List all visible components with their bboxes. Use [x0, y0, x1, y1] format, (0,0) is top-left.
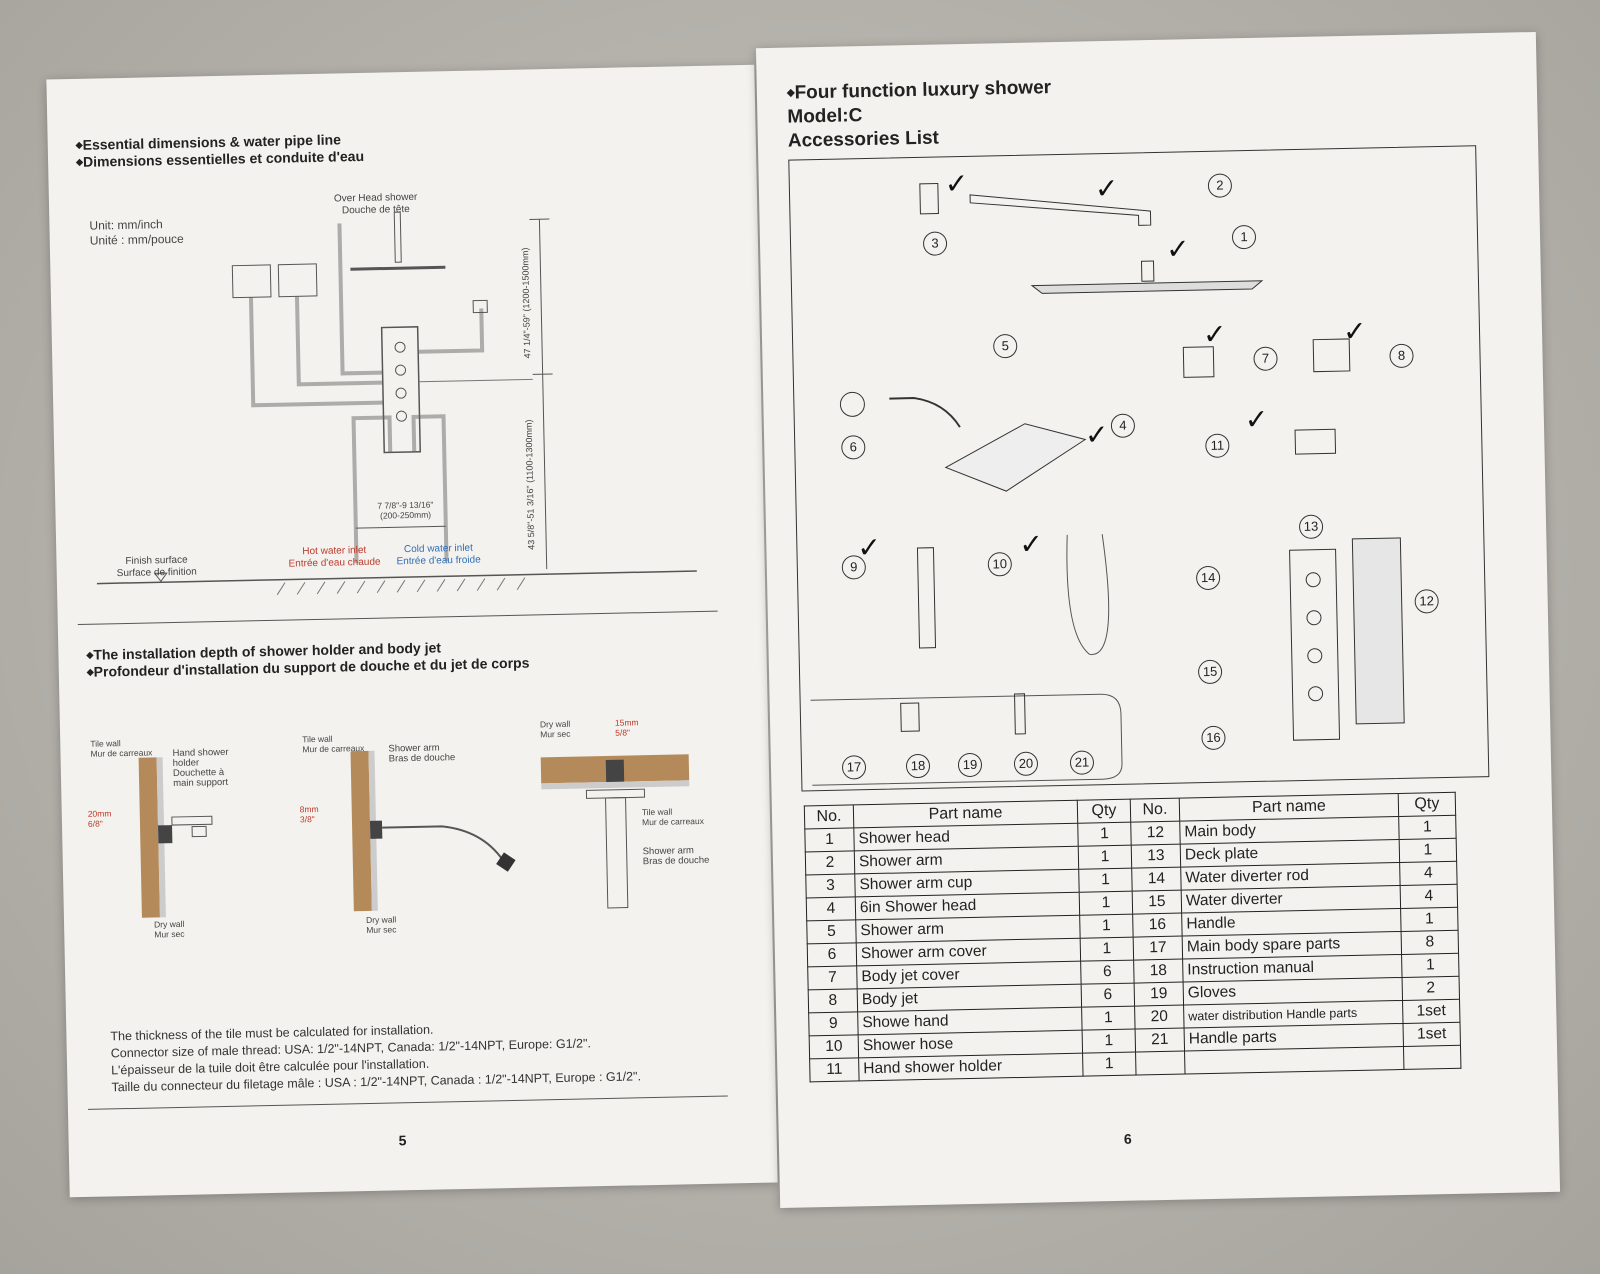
- table-cell: 6: [1081, 983, 1135, 1008]
- table-cell: 9: [808, 1011, 859, 1036]
- table-cell: 1: [1081, 1006, 1136, 1031]
- table-cell: 1: [1399, 838, 1457, 863]
- table-cell: 1set: [1402, 999, 1460, 1024]
- col-header: Qty: [1077, 799, 1131, 824]
- divider-bottom: [87, 1095, 728, 1110]
- table-cell: 8: [1401, 930, 1459, 955]
- table-cell: 5: [806, 919, 857, 944]
- table-cell: 19: [1134, 982, 1184, 1007]
- table-cell: 1: [1401, 953, 1460, 978]
- checkmark-icon: ✓: [1019, 527, 1044, 561]
- parts-drawing: [810, 183, 1405, 786]
- left-page: Essential dimensions & water pipe line D…: [46, 64, 778, 1198]
- col-header: No.: [1130, 798, 1180, 823]
- table-cell: 1: [1400, 907, 1459, 932]
- table-cell: 1: [1078, 868, 1133, 893]
- table-cell: 1: [1398, 815, 1457, 840]
- checkmark-icon: ✓: [857, 530, 882, 565]
- checkmark-icon: ✓: [1084, 417, 1109, 452]
- table-cell: 18: [1133, 959, 1184, 984]
- page-number-left: 5: [398, 1132, 407, 1149]
- table-cell: 20: [1134, 1005, 1185, 1030]
- title-block: Four function luxury shower Model:C Acce…: [787, 76, 1053, 154]
- table-cell: 1set: [1403, 1022, 1461, 1047]
- table-cell: 17: [1133, 936, 1183, 961]
- table-cell: 1: [1077, 822, 1132, 847]
- col-header: No.: [804, 804, 854, 829]
- table-cell: [1184, 1046, 1404, 1075]
- table-cell: 2: [805, 850, 855, 875]
- table-cell: 4: [806, 896, 856, 921]
- table-cell: 21: [1135, 1028, 1185, 1053]
- checkmark-icon: ✓: [944, 166, 969, 201]
- table-cell: 3: [805, 873, 856, 898]
- table-cell: 6: [1080, 960, 1135, 985]
- table-cell: [1403, 1045, 1461, 1070]
- right-page: Four function luxury shower Model:C Acce…: [755, 31, 1561, 1209]
- table-cell: 1: [1080, 937, 1134, 962]
- table-cell: 16: [1132, 913, 1183, 938]
- parts-illustration: 1 2 3 4 5 6 7 8 9 10 11 12 13 14 15 16 1…: [788, 145, 1490, 792]
- table-cell: 1: [1079, 891, 1133, 916]
- accessories-title: Accessories List: [787, 127, 940, 152]
- install-note: The thickness of the tile must be calcul…: [110, 1022, 642, 1095]
- checkmark-icon: ✓: [1342, 314, 1367, 349]
- table-cell: 2: [1402, 976, 1460, 1001]
- table-cell: 4: [1400, 884, 1458, 909]
- table-cell: 13: [1131, 844, 1181, 869]
- table-cell: 1: [804, 827, 855, 852]
- table-cell: 1: [1082, 1029, 1136, 1054]
- pipe-diagram: [96, 211, 697, 596]
- table-cell: 7: [807, 965, 858, 990]
- install-figures: [138, 750, 690, 918]
- table-cell: 8: [808, 988, 858, 1013]
- checkmark-icon: ✓: [1244, 402, 1269, 437]
- table-cell: 1: [1082, 1052, 1137, 1077]
- col-header: Qty: [1398, 792, 1456, 817]
- table-cell: Hand shower holder: [858, 1053, 1084, 1081]
- table-cell: 1: [1078, 845, 1132, 870]
- table-cell: 6: [807, 942, 857, 967]
- table-cell: [1135, 1051, 1186, 1076]
- table-cell: 12: [1130, 821, 1181, 846]
- checkmark-icon: ✓: [1165, 232, 1191, 266]
- checkmark-icon: ✓: [1094, 171, 1119, 206]
- table-cell: 11: [809, 1057, 860, 1082]
- table-cell: 15: [1132, 890, 1182, 915]
- table-cell: 14: [1131, 867, 1182, 892]
- page-number-right: 6: [1123, 1130, 1132, 1147]
- table-cell: 4: [1399, 861, 1458, 886]
- table-cell: 10: [809, 1034, 859, 1059]
- checkmark-icon: ✓: [1202, 317, 1227, 351]
- table-cell: 1: [1079, 914, 1134, 939]
